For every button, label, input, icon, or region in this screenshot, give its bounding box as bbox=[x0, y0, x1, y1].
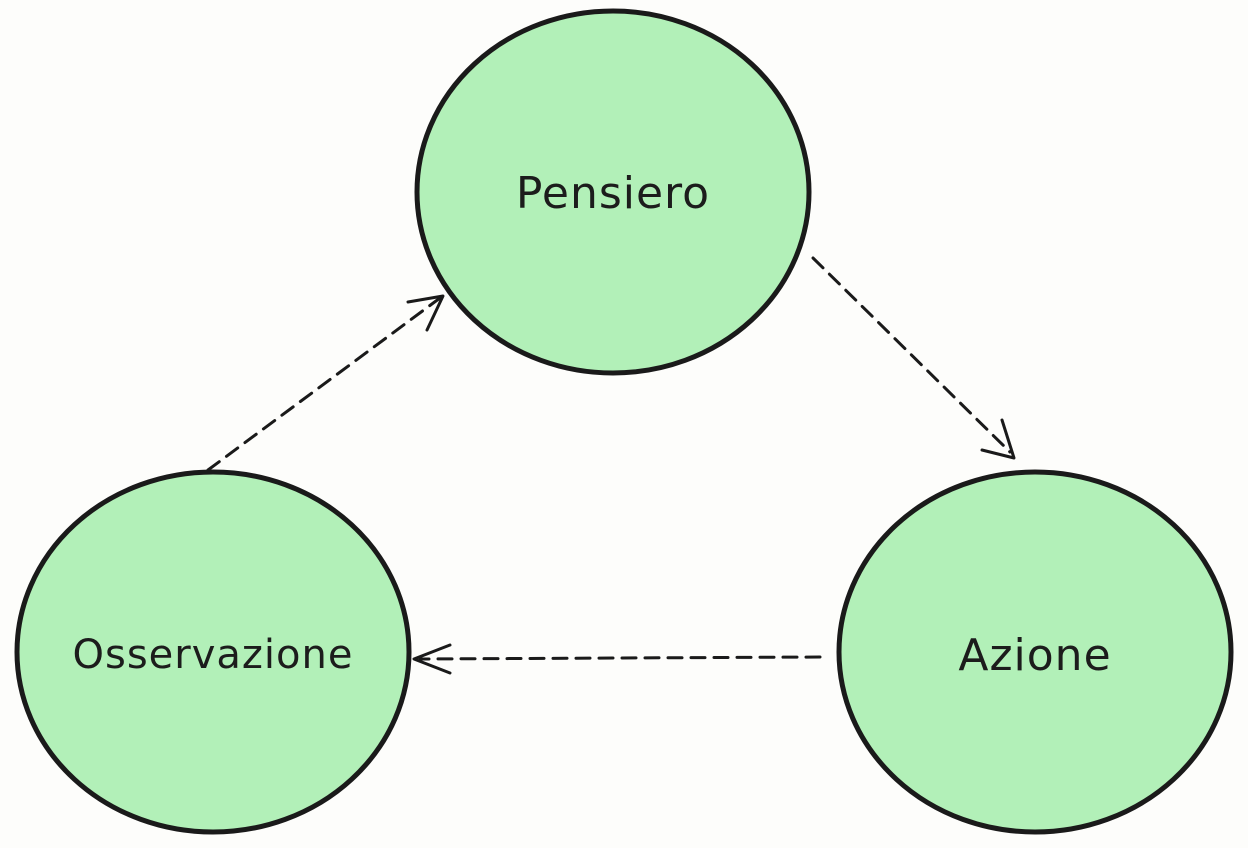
node-azione: Azione bbox=[836, 469, 1234, 835]
node-osservazione: Osservazione bbox=[14, 469, 412, 835]
node-pensiero-label: Pensiero bbox=[516, 168, 710, 219]
arrowhead-icon bbox=[412, 643, 452, 675]
arrowhead-icon bbox=[406, 294, 445, 332]
node-azione-label: Azione bbox=[958, 630, 1111, 681]
edge-osservazione-to-pensiero bbox=[206, 294, 445, 472]
node-osservazione-label: Osservazione bbox=[73, 632, 354, 678]
node-pensiero: Pensiero bbox=[414, 8, 812, 376]
edge-azione-to-osservazione bbox=[412, 643, 822, 675]
arrowhead-icon bbox=[980, 418, 1016, 460]
edge-pensiero-to-azione bbox=[811, 256, 1016, 460]
